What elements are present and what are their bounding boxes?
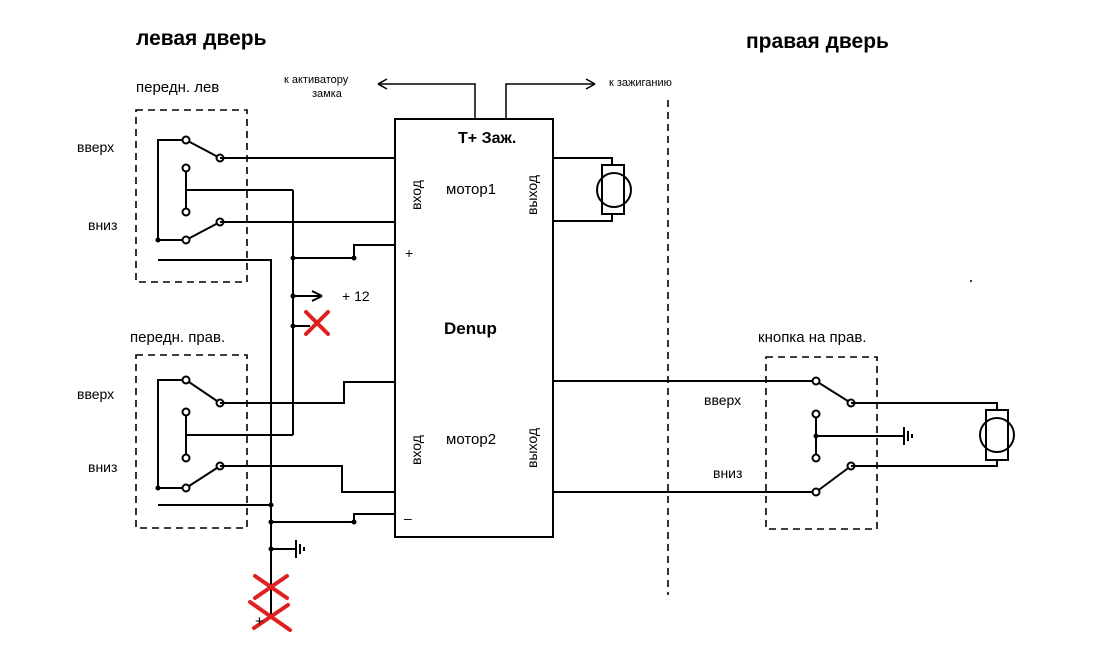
left-door-title: левая дверь [136, 27, 267, 50]
front-left-up-label: вверх [77, 139, 114, 155]
plus-bottom-label: + [255, 613, 264, 630]
front-right-down-label: вниз [88, 459, 117, 475]
to-lock-line1: к активатору [284, 74, 349, 86]
input2-label: вход [408, 435, 424, 465]
module-box [394, 118, 554, 538]
plus12-arrow: + 12 [311, 288, 370, 304]
left-wiring [158, 157, 395, 615]
front-left-switch-box [135, 109, 248, 283]
to-lock-line2: замка [312, 88, 343, 100]
front-left-label: передн. лев [136, 79, 219, 96]
output2-label: выход [524, 428, 540, 468]
front-right-label: передн. прав. [130, 329, 225, 346]
module-name: Denup [444, 319, 497, 338]
to-ignition-label: к зажиганию [609, 77, 672, 89]
ignition-arrow: к зажиганию [505, 77, 672, 119]
front-left-switch: передн. лев вверх вниз [77, 79, 293, 283]
removed-connection-cross [253, 574, 289, 600]
motor2-icon [851, 402, 1015, 467]
right-button-label: кнопка на прав. [758, 329, 866, 346]
motor1-icon [553, 157, 632, 222]
motor2-label: мотор2 [446, 431, 496, 448]
right-switch-box [765, 356, 878, 530]
right-up-label: вверх [704, 392, 741, 408]
motor1-label: мотор1 [446, 181, 496, 198]
right-down-label: вниз [713, 465, 742, 481]
module-plus-label: + [405, 245, 413, 261]
module-top-label: T+ Заж. [458, 130, 516, 147]
output1-label: выход [524, 175, 540, 215]
right-door-switch: кнопка на прав. вверх вниз [704, 329, 904, 530]
denup-module: T+ Заж. Denup мотор1 мотор2 вход выход в… [394, 118, 554, 538]
removed-connection-cross [248, 600, 292, 632]
removed-connection-cross [304, 310, 330, 336]
stray-dot [970, 280, 972, 282]
right-door-title: правая дверь [746, 30, 889, 53]
plus12-label: + 12 [342, 288, 370, 304]
input1-label: вход [408, 180, 424, 210]
ground-icon [295, 540, 305, 558]
ground-icon [903, 427, 913, 445]
front-right-switch-box [135, 354, 248, 529]
module-minus-label: – [404, 510, 412, 526]
front-right-switch: передн. прав. вверх вниз [77, 329, 293, 529]
lock-actuator-arrow: к активатору замка [284, 74, 476, 119]
front-right-up-label: вверх [77, 386, 114, 402]
front-left-down-label: вниз [88, 217, 117, 233]
